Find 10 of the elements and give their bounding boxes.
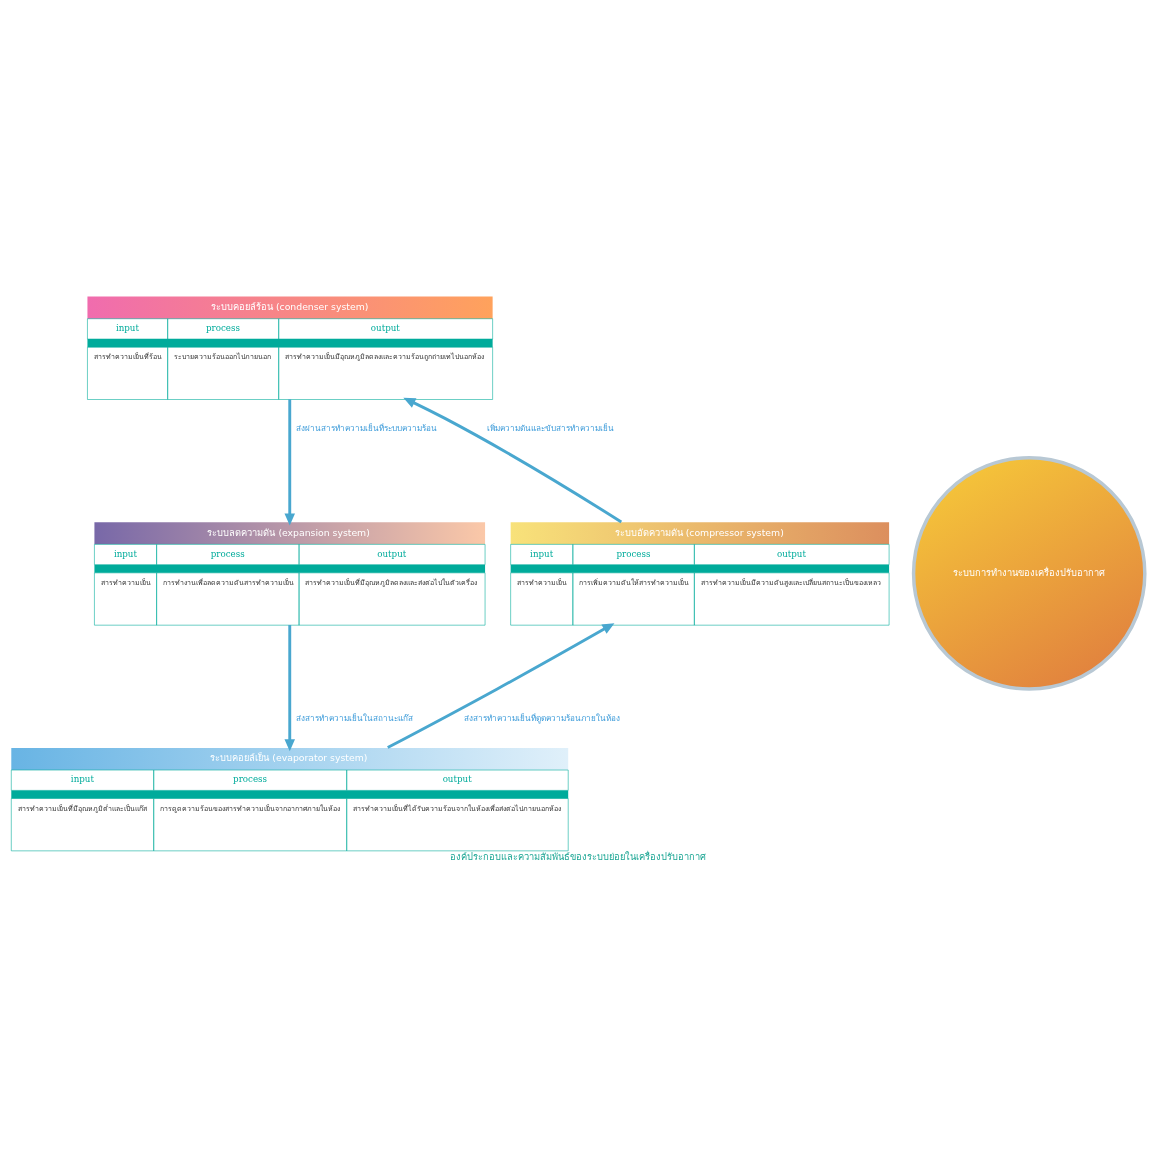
caption: องค์ประกอบและความสัมพันธ์ของระบบย่อยในเครื่องปรับอากาศ xyxy=(450,851,706,863)
edge-label: ส่งสารทำความเย็นที่ดูดความร้อนภายในห้อง xyxy=(464,712,621,723)
arrow xyxy=(284,624,296,752)
node-circle: ระบบการทำงานของเครื่องปรับอากาศ xyxy=(911,456,1147,691)
edge-label: ส่งผ่านสารทำความเย็นที่ระบบความร้อน xyxy=(295,423,437,434)
edge-label: ส่งสารทำความเย็นในสถานะแก๊ส xyxy=(295,712,413,723)
arrow xyxy=(284,399,296,526)
edge-label: เพิ่มความดันและขับสารทำความเย็น xyxy=(486,423,614,434)
arrow xyxy=(403,397,623,524)
arrow xyxy=(387,623,615,749)
